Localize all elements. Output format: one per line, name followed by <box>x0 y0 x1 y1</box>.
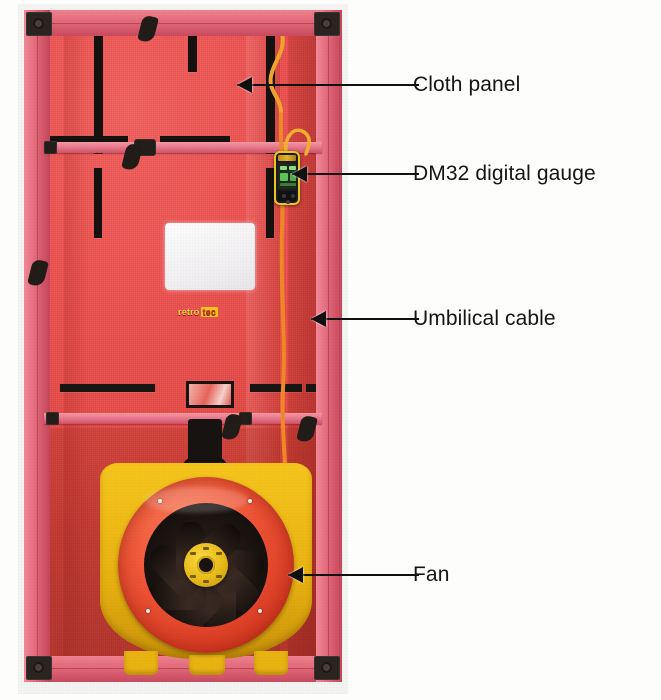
crossbar-clamp <box>239 412 252 425</box>
callout-label: DM32 digital gauge <box>413 162 596 185</box>
fan-inlet-ring <box>118 477 294 653</box>
fan-screw <box>248 499 252 503</box>
arrow-icon <box>288 567 303 583</box>
strap-horizontal <box>60 384 155 392</box>
frame-crossbar-lower <box>44 413 322 424</box>
frame-corner-bracket <box>314 656 340 680</box>
arrow-icon <box>237 77 252 93</box>
leader-line <box>288 574 419 576</box>
strap-vertical <box>94 168 102 238</box>
frame-corner-bracket <box>26 656 52 680</box>
callout-fan: Fan <box>288 563 528 586</box>
frame-corner-bracket <box>26 12 52 36</box>
strap-vertical <box>266 168 274 238</box>
fan-screw <box>158 499 162 503</box>
fan-screw <box>146 609 150 613</box>
crossbar-clamp <box>44 141 57 154</box>
arrow-icon <box>292 166 307 182</box>
frame-seam-top <box>50 23 316 24</box>
frame-rail-left <box>24 10 50 682</box>
gauge-top-bar <box>278 155 296 161</box>
frame-seam-left <box>37 36 38 656</box>
strap-horizontal <box>160 136 230 145</box>
frame-seam-bottom <box>50 668 316 669</box>
frame-rail-right <box>316 10 342 682</box>
retrotec-logo-text: retro <box>178 307 200 317</box>
fan-blade-assembly <box>144 503 268 627</box>
leader-line <box>237 84 419 86</box>
strap-vertical <box>94 36 103 154</box>
gauge-keypad <box>278 191 296 204</box>
callout-cloth-panel: Cloth panel <box>237 73 637 96</box>
fan-foot <box>254 651 288 675</box>
crossbar-clamp <box>46 412 59 425</box>
frame-rail-bottom <box>24 656 342 682</box>
strap-horizontal <box>250 384 302 392</box>
fan-screw <box>258 609 262 613</box>
fan-foot <box>124 651 158 675</box>
frame-rail-top <box>24 10 342 36</box>
cloth-view-window <box>165 223 255 290</box>
fan-hub <box>184 543 228 587</box>
retrotec-logo-mark: tec <box>200 307 219 317</box>
fan-mount <box>188 419 222 463</box>
frame-corner-bracket <box>314 12 340 36</box>
frame-seam-right <box>328 36 329 656</box>
arrow-icon <box>311 311 326 327</box>
blower-fan <box>100 419 312 675</box>
strap-horizontal <box>50 136 128 145</box>
callout-label: Umbilical cable <box>413 307 556 330</box>
callout-label: Fan <box>413 563 450 586</box>
callout-umbilical-cable: Umbilical cable <box>311 307 651 330</box>
cloth-access-port <box>186 381 234 408</box>
strap-horizontal <box>306 384 316 392</box>
callout-label: Cloth panel <box>413 73 521 96</box>
leader-line <box>311 318 419 320</box>
callout-dm32-digital-gauge: DM32 digital gauge <box>292 162 652 185</box>
fan-foot <box>189 655 225 675</box>
frame-crossbar-upper <box>44 142 322 153</box>
leader-line <box>292 173 419 175</box>
strap-vertical <box>188 36 197 72</box>
